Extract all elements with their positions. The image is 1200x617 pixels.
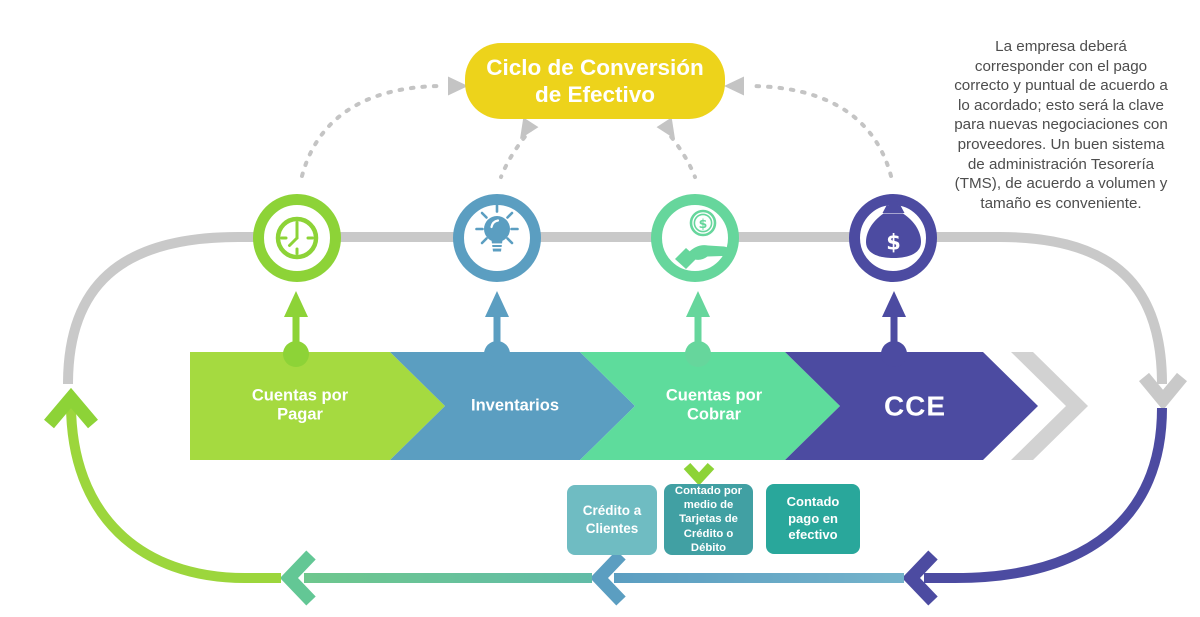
up-arrow-blue xyxy=(484,291,510,367)
dashed-link-clock-to-title xyxy=(300,84,446,178)
payment-box-tarjetas: Contado por medio de Tarjetas de Crédito… xyxy=(664,484,753,555)
note-line: para nuevas negociaciones con xyxy=(954,116,1168,134)
link-arrowhead-left xyxy=(724,76,744,96)
loop-arrowhead-down-gray xyxy=(1138,372,1188,411)
loop-track-purple xyxy=(924,407,1167,583)
stage-label-inventarios: Inventarios xyxy=(470,396,560,415)
note-line: tamaño es conveniente. xyxy=(980,194,1142,212)
stage-band-inventarios xyxy=(390,352,635,460)
title-box: Ciclo de Conversión de Efectivo xyxy=(465,43,725,119)
note-line: correcto y puntual de acuerdo a xyxy=(954,77,1168,95)
money-bag-icon: $ xyxy=(866,201,921,258)
dashed-links xyxy=(300,84,893,179)
up-arrow-indigo xyxy=(881,291,907,367)
dashed-link-moneybag-to-title xyxy=(746,84,893,178)
coin-dollar-glyph: $ xyxy=(699,216,708,231)
loop-arrowhead-left-blue xyxy=(590,550,626,606)
down-arrow-icon xyxy=(683,462,715,486)
stage-band-cuentas-por-cobrar xyxy=(580,352,840,460)
hand-coin-icon: $ xyxy=(675,209,730,269)
intro-note: La empresa deberá corresponder con el pa… xyxy=(925,37,1197,213)
payment-box-label: Contado pago en efectivo xyxy=(786,493,840,543)
payment-box-label: Crédito a Clientes xyxy=(582,503,642,536)
stage-circle-handcoin xyxy=(651,194,739,282)
link-arrowhead-downright xyxy=(656,117,675,139)
note-line: corresponder con el pago xyxy=(974,57,1148,75)
up-arrow-lime xyxy=(283,291,309,367)
note-line: lo acordado; esto será la clave xyxy=(958,96,1164,114)
loop-track-lime xyxy=(66,403,281,583)
up-arrow-mint xyxy=(685,291,711,367)
diagram-title: Ciclo de Conversión de Efectivo xyxy=(486,54,704,107)
loop-track-gray xyxy=(63,232,1167,385)
stage-band-cuentas-por-pagar xyxy=(190,352,445,460)
note-line: proveedores. Un buen sistema xyxy=(957,135,1165,153)
payment-box-credito-clientes: Crédito a Clientes xyxy=(567,485,657,555)
link-arrowhead-downleft xyxy=(520,117,539,139)
stage-label-cuentas-por-cobrar: Cuentas por Cobrar xyxy=(665,386,763,424)
dashed-link-title-to-lightbulb xyxy=(499,126,534,179)
loop-arrowhead-left-purple xyxy=(902,550,938,606)
stage-label-cce: CCE xyxy=(883,390,947,422)
link-arrowhead-right xyxy=(448,76,468,96)
payment-box-efectivo: Contado pago en efectivo xyxy=(766,484,860,554)
lightbulb-icon xyxy=(475,204,519,252)
loop-arrowhead-up-lime xyxy=(44,387,98,429)
dashed-link-title-to-handcoin xyxy=(662,126,697,179)
payment-box-label: Contado por medio de Tarjetas de Crédito… xyxy=(674,485,743,554)
stage-band-cce xyxy=(785,352,1038,460)
stage-label-cuentas-por-pagar: Cuentas por Pagar xyxy=(251,386,349,424)
clock-icon xyxy=(275,216,319,260)
note-line: La empresa deberá xyxy=(995,38,1127,55)
loop-arrowhead-left-mint xyxy=(280,550,316,606)
note-line: (TMS), de acuerdo a volumen y xyxy=(954,175,1168,193)
dashed-link-arrowheads xyxy=(448,76,744,139)
forward-chevron-gray xyxy=(1011,352,1088,460)
note-line: de administración Tesorería xyxy=(967,155,1155,173)
bag-dollar-glyph: $ xyxy=(886,231,901,255)
